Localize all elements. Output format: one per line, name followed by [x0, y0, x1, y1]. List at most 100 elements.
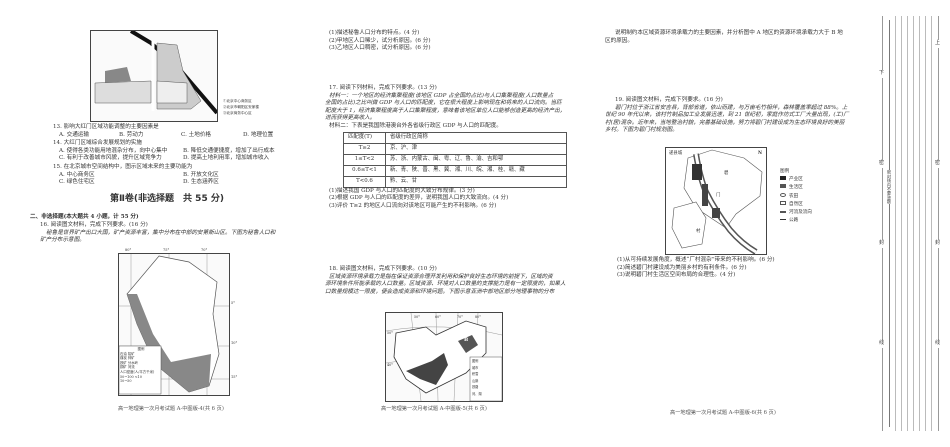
lat-label: 15° [231, 375, 238, 379]
material-text: 口数量规模达一限度，便会造成资源和环境问题。下图示意亚洲中部地区部分地理事物的分… [325, 288, 555, 295]
page-footer: 高一地理第一次月考试题 A-中图版-6(共 6 页) [670, 410, 776, 416]
subquestion: 说明制约本区域资源环境承载力的主要因素，并分析图中 A 地区的资源环境承载力大于… [615, 30, 843, 36]
legend-title: 图例 [780, 169, 790, 174]
binding-notice: 密封线内不要答题 [887, 170, 892, 204]
lon-label: 50° [414, 315, 420, 319]
question-17: 17. 阅读下列材料，完成下列要求。(13 分) 材料一：一个地区的经济集聚程度… [325, 85, 600, 210]
question-stem: 15. 在北京城市空间结构中，图示区域未来的主要功能为 [53, 164, 193, 170]
page-5: (1)描述秘鲁人口分布的特点。(4 分) (2)甲地区人口稀少，试分析原因。(6… [325, 0, 600, 447]
material-text: 秘鲁是世界矿产出口大国，矿产资源丰富，集中分布在中部的安第斯山区。下图为秘鲁人口… [46, 229, 276, 236]
question-stem: 16. 阅读图文材料，完成下列要求。(16 分) [40, 222, 148, 228]
material-text: 材料一：一个地区的经济集聚程度(该地区 GDP 占全国的占比)与人口集聚程度(人… [329, 92, 554, 99]
lat-label: 5° [231, 301, 235, 305]
map-label-a: A [426, 343, 430, 349]
legend-item: 石油 [120, 351, 127, 356]
lon-label: 80° [125, 248, 132, 252]
question-18: 18. 阅读图文材料，完成下列要求。(10 分) 区域资源环境承载力是指在保证资… [325, 266, 600, 296]
subquestion: (1)描述我国 GDP 与人口的匹配度的大致分布规律。(3 分) [329, 187, 475, 194]
lon-label: 75° [163, 248, 170, 252]
option-b[interactable]: B. 开放文化区 [183, 171, 219, 178]
subquestion: (2)简述碧门村建设成为美丽乡村的有利条件。(6 分) [617, 264, 747, 271]
lat-label: 10° [231, 341, 238, 345]
option-c[interactable]: C. 土地价格 [181, 131, 212, 138]
binding-mark: 封 [935, 240, 941, 248]
option-a[interactable]: A. 使得各类功能用地混杂分布，向中心集中 [59, 147, 168, 154]
question-13: 13. 影响大红门区域功能调整的主要因素是 A. 交通运输 B. 劳动力 C. … [53, 124, 315, 139]
subquestion: (2)根据 GDP 与人口的匹配度的差异，说明我国人口的大致流向。(4 分) [329, 195, 509, 202]
map-label-county: 递县城 [669, 151, 683, 156]
map-label: 碧 [724, 171, 729, 176]
legend-item: 产业区 [789, 177, 803, 183]
option-c[interactable]: C. 有利于改善城市风貌，提升区域竞争力 [59, 155, 162, 162]
option-a[interactable]: A. 中心商务区 [59, 171, 95, 178]
material-text: 区域资源环境承载力是指在保证资源合理开发利用和保护良好生态环境的前提下，区域的资 [329, 273, 553, 280]
legend-item: 积雪 [472, 372, 479, 377]
material-text: 乡村。下图为碧门村规划图。 [605, 127, 678, 134]
legend-item: 分水岭 [127, 360, 139, 365]
question-stem: 19. 阅读图文材料，完成下列要求。(16 分) [615, 97, 723, 103]
river-icon [780, 211, 786, 214]
binding-mark: 密 [879, 160, 885, 168]
material-text: 配度大于 1，经济集聚程度高于人口集聚程度，意味着该地区单位人口能够创造更高的经… [325, 107, 566, 114]
table-header: 省级行政区简称 [385, 131, 567, 144]
map-label: 村 [696, 229, 701, 234]
material-text: 碧门村位于浙江省安吉县，背部省道，依山而建，与万亩毛竹相伴，森林覆盖率超过 88… [615, 104, 848, 111]
legend-item: 山脉 [472, 378, 479, 383]
subquestion: 区的原因。 [605, 37, 633, 44]
legend-title: 图例 [137, 347, 145, 351]
table-cell: 新、青、陕、晋、黑、冀、湘、川、皖、湘、桂、赣、藏 [385, 164, 567, 177]
legend-density-title: 人口密度(人/平方千米) [120, 369, 155, 374]
question-stem: 17. 阅读下列材料，完成下列要求。(13 分) [329, 85, 437, 91]
central-asia-map-drawing [385, 312, 503, 402]
question-14: 14. 大红门区域综合发展规划的实施 A. 使得各类功能用地混杂分布，向中心集中… [53, 140, 315, 163]
option-b[interactable]: B. 降低交通便捷度，增加了出行成本 [183, 147, 275, 154]
legend-item: 铜矿 [120, 365, 127, 370]
binding-mark: 密 [935, 160, 941, 168]
table-header: 匹配度(T) [343, 131, 386, 144]
subquestion: (2)甲地区人口稀少，试分析原因。(6 分) [329, 37, 431, 44]
table-cell: 京、沪、津 [385, 142, 567, 155]
table-cell: T<0.6 [343, 175, 386, 188]
farmland-icon [780, 192, 786, 197]
option-d[interactable]: D. 生态涵养区 [183, 179, 219, 186]
figure-dahongmen-map [90, 29, 219, 122]
subquestion: (3)说明碧门村生活区空间布局的合理性。(4 分) [617, 272, 736, 279]
page-6: 说明制约本区域资源环境承载力的主要因素，并分析图中 A 地区的资源环境承载力大于… [605, 0, 880, 447]
legend-item: 公路 [789, 218, 799, 224]
legend-item: 铁路 [472, 385, 479, 390]
option-b[interactable]: B. 劳动力 [119, 131, 144, 138]
table-cell: 苏、浙、内蒙古、闽、粤、辽、鲁、渝、吉和鄂 [385, 153, 567, 166]
question-19: 19. 阅读图文材料，完成下列要求。(16 分) 碧门村位于浙江省安吉县，背部省… [605, 97, 880, 135]
question-16-subquestions: (1)描述秘鲁人口分布的特点。(4 分) (2)甲地区人口稀少，试分析原因。(6… [329, 30, 431, 53]
table-cell: 黔、云、甘 [385, 175, 567, 188]
material-text: 进而获得更高收入。 [325, 115, 376, 122]
village-map-drawing [671, 149, 763, 255]
material-text: 矿产分布示意图。 [40, 237, 85, 244]
legend-item: 生活区 [789, 185, 803, 191]
lat-label: 40° [387, 363, 393, 367]
legend-item: 铁矿 [120, 360, 127, 365]
map-label: 门 [716, 193, 721, 198]
lon-label: 70° [201, 248, 208, 252]
village-map-legend: 图例 产业区 生活区 农田 自然区 河流及流向 公路 [780, 168, 812, 225]
option-d[interactable]: D. 提高土地利用率，增加城市收入 [183, 155, 270, 162]
legend-item: 农田 [789, 193, 799, 199]
page-4: ①北京中心商务区 ②北京市朝阳区安家楼 ③北京商务中心区 13. 影响大红门区域… [30, 0, 315, 447]
page-footer: 高一地理第一次月考试题 A-中图版-5(共 6 页) [381, 406, 487, 412]
option-c[interactable]: C. 绿色住宅区 [59, 179, 95, 186]
binding-mark: 上 [935, 40, 941, 48]
legend-item: 煤炭 [120, 356, 127, 361]
material-text: 材料二：下表是我国除港澳台外各省级行政区 GDP 与人口的匹配度。 [329, 122, 502, 129]
option-d[interactable]: D. 地理位置 [243, 131, 274, 138]
legend-item: 锌矿 [127, 356, 135, 361]
lon-label: 80° [475, 315, 481, 319]
binding-mark: 下 [879, 70, 885, 78]
question-18-continued: 说明制约本区域资源环境承载力的主要因素，并分析图中 A 地区的资源环境承载力大于… [605, 30, 843, 45]
road-icon [780, 218, 786, 221]
legend-item: 河流 [127, 365, 135, 370]
legend-item: 河流及流向 [789, 210, 812, 216]
option-a[interactable]: A. 交通运输 [59, 131, 89, 138]
